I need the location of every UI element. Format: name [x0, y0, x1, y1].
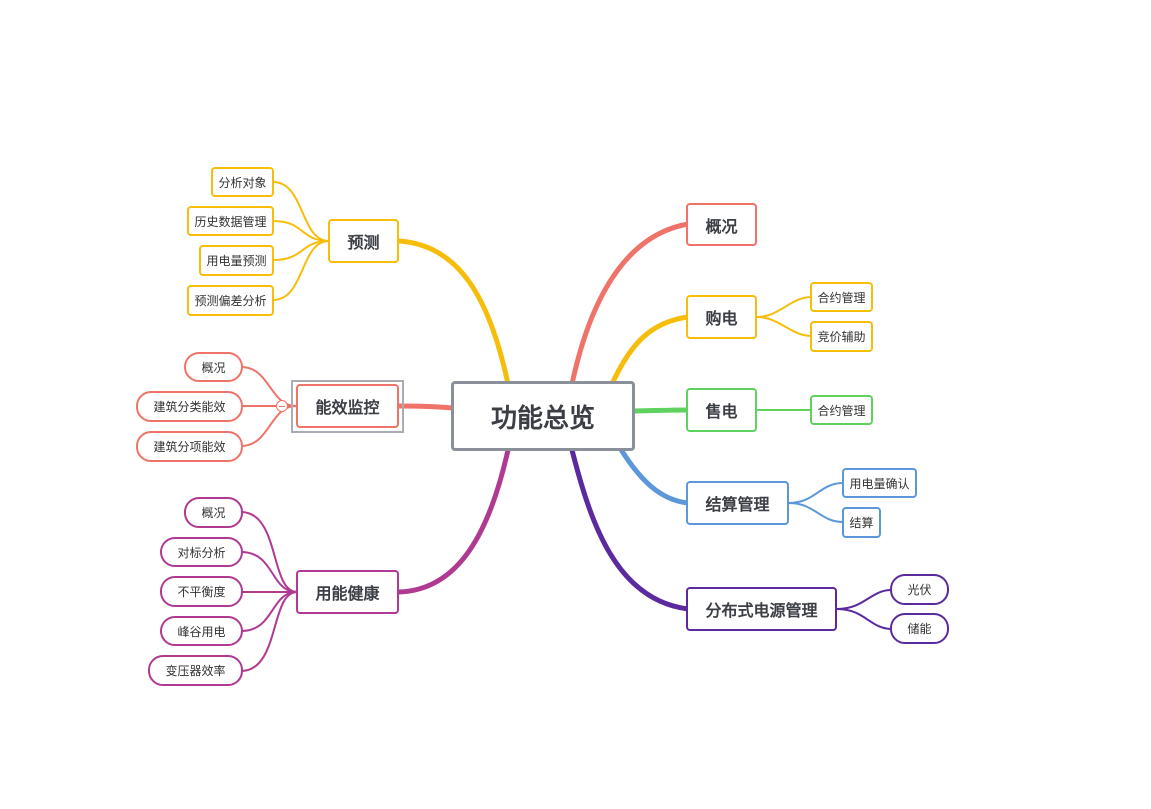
- distributed-child-pv[interactable]: 光伏: [890, 574, 949, 605]
- collapse-toggle-icon[interactable]: [276, 400, 288, 412]
- branch-settlement[interactable]: 结算管理: [686, 481, 789, 525]
- connector-distributed: [569, 447, 691, 612]
- branch-overview[interactable]: 概况: [686, 203, 757, 246]
- purchase-child-contract[interactable]: 合约管理: [810, 282, 873, 312]
- selection-frame: [291, 380, 404, 433]
- health-child-peakvalley[interactable]: 峰谷用电: [160, 616, 243, 646]
- monitor-child-item[interactable]: 建筑分项能效: [136, 431, 243, 462]
- purchase-child-bidding[interactable]: 竞价辅助: [810, 321, 873, 352]
- forecast-child-deviation[interactable]: 预测偏差分析: [187, 285, 274, 316]
- branch-distributed[interactable]: 分布式电源管理: [686, 587, 837, 631]
- connector-settlement: [617, 445, 691, 506]
- monitor-child-overview[interactable]: 概况: [184, 352, 243, 382]
- settlement-child-settle[interactable]: 结算: [842, 507, 881, 538]
- connector-sale: [630, 407, 691, 414]
- branch-purchase[interactable]: 购电: [686, 295, 757, 339]
- forecast-child-target[interactable]: 分析对象: [211, 167, 274, 197]
- branch-health[interactable]: 用能健康: [296, 570, 399, 614]
- settlement-child-confirm[interactable]: 用电量确认: [842, 468, 917, 498]
- branch-forecast[interactable]: 预测: [328, 219, 399, 263]
- central-topic[interactable]: 功能总览: [451, 381, 635, 451]
- connector-purchase: [609, 314, 691, 387]
- connector-overview: [569, 221, 691, 387]
- sale-child-contract[interactable]: 合约管理: [810, 395, 873, 425]
- connector-health: [396, 447, 511, 595]
- forecast-child-history[interactable]: 历史数据管理: [187, 206, 274, 236]
- forecast-child-load[interactable]: 用电量预测: [199, 245, 274, 276]
- distributed-child-storage[interactable]: 储能: [890, 613, 949, 644]
- health-child-imbalance[interactable]: 不平衡度: [160, 576, 243, 607]
- health-child-benchmark[interactable]: 对标分析: [160, 537, 243, 567]
- health-child-overview[interactable]: 概况: [184, 497, 243, 528]
- health-child-transformer[interactable]: 变压器效率: [148, 655, 243, 686]
- connector-forecast: [396, 238, 511, 387]
- branch-sale[interactable]: 售电: [686, 388, 757, 432]
- monitor-child-category[interactable]: 建筑分类能效: [136, 391, 243, 422]
- branch-monitor[interactable]: 能效监控: [296, 384, 399, 428]
- connector-monitor: [395, 403, 455, 411]
